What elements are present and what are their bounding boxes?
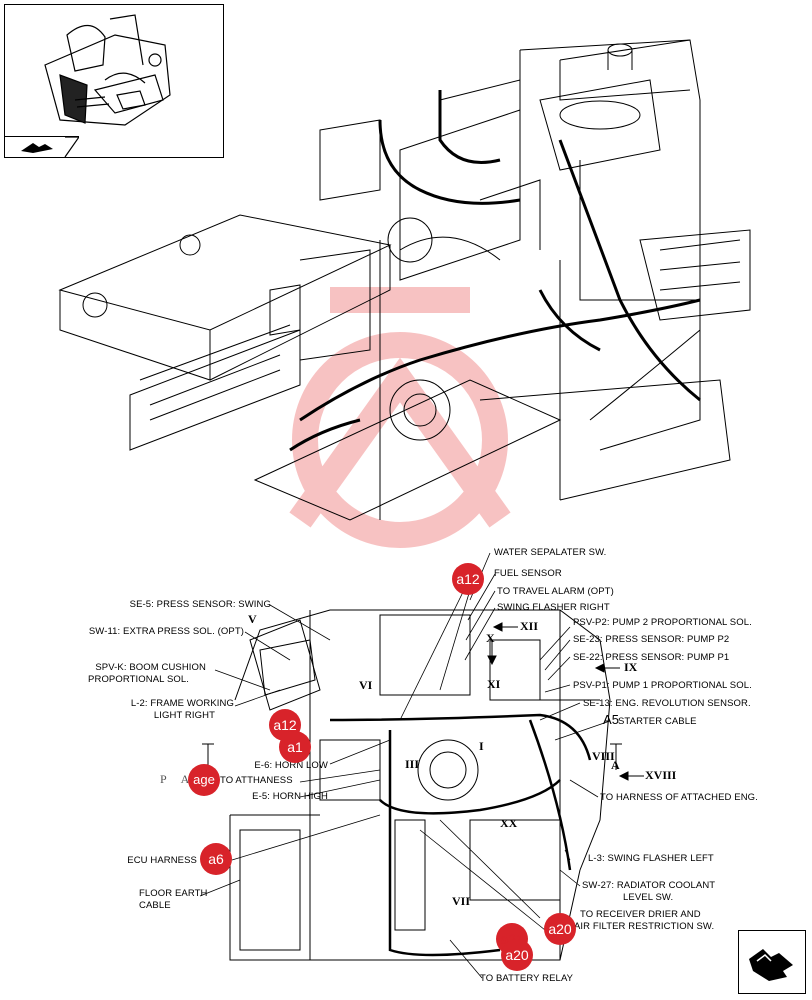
att-harness-label: TO ATTHANESS xyxy=(220,775,293,786)
se5-label: SE-5: PRESS SENSOR: SWING xyxy=(129,599,271,610)
badge-a20-bottom[interactable]: a20 xyxy=(501,939,533,971)
floor-earth-label-1: FLOOR EARTH xyxy=(139,888,208,899)
e5-label: E-5: HORN HIGH xyxy=(252,791,328,802)
se22-label: SE-22: PRESS SENSOR: PUMP P1 xyxy=(573,652,730,663)
nav-arrow-icon xyxy=(749,949,793,981)
watermark-logo-icon xyxy=(289,287,511,548)
e6-label: E-6: HORN LOW xyxy=(254,760,328,771)
travel-alarm-label: TO TRAVEL ALARM (OPT) xyxy=(497,586,614,597)
sw27-label-2: LEVEL SW. xyxy=(623,892,674,903)
se23-label: SE-23: PRESS SENSOR: PUMP P2 xyxy=(573,634,730,645)
view-arrows xyxy=(202,622,644,781)
badge-a20-right[interactable]: a20 xyxy=(544,913,576,945)
upper-structure xyxy=(58,39,751,521)
sw27-label-1: SW-27: RADIATOR COOLANT xyxy=(582,880,716,891)
swing-flasher-right-label: SWING FLASHER RIGHT xyxy=(497,602,610,613)
water-separator-label: WATER SEPALATER SW. xyxy=(494,547,607,558)
view-mark-vi: VI xyxy=(359,678,373,692)
badge-a6[interactable]: a6 xyxy=(200,843,232,875)
locator-thumbnail xyxy=(4,4,224,158)
view-mark-x: X xyxy=(486,631,495,645)
harness-wires xyxy=(289,90,701,452)
view-mark-v: V xyxy=(248,612,257,626)
badge-page[interactable]: age 1 xyxy=(188,764,220,819)
l2-label-2: LIGHT RIGHT xyxy=(153,710,215,721)
view-mark-xi: XI xyxy=(487,677,501,691)
view-mark-xviii: XVIII xyxy=(645,768,677,782)
view-mark-vii: VII xyxy=(452,894,471,908)
leader-lines xyxy=(199,552,611,979)
spvk-label-2: PROPORTIONAL SOL. xyxy=(88,674,189,685)
navigation-button[interactable] xyxy=(738,930,806,994)
psv-p2-label: PSV-P2: PUMP 2 PROPORTIONAL SOL. xyxy=(573,617,752,628)
plan-harness-wires xyxy=(329,713,592,957)
l2-label-1: L-2: FRAME WORKING xyxy=(130,698,234,709)
view-mark-xii: XII xyxy=(520,619,539,633)
spvk-label-1: SPV-K: BOOM CUSHION xyxy=(95,662,206,673)
badge-a1[interactable]: a1 xyxy=(279,731,311,763)
machine-thumbnail-icon xyxy=(44,14,171,126)
psv-p1-label: PSV-P1: PUMP 1 PROPORTIONAL SOL. xyxy=(573,680,752,691)
l3-label: L-3: SWING FLASHER LEFT xyxy=(588,853,714,864)
se13-label: SE-13: ENG. REVOLUTION SENSOR. xyxy=(583,698,751,709)
starter-cable-label: STARTER CABLE xyxy=(618,716,697,727)
a5-label: A5 xyxy=(603,712,620,727)
view-mark-i: I xyxy=(479,739,484,753)
view-mark-iii: III xyxy=(405,757,420,771)
sw11-label: SW-11: EXTRA PRESS SOL. (OPT) xyxy=(88,626,244,637)
badge-a12-top[interactable]: a12 xyxy=(452,563,484,595)
harness-eng-label: TO HARNESS OF ATTACHED ENG. xyxy=(600,792,758,803)
receiver-label-1: TO RECEIVER DRIER AND xyxy=(580,909,701,920)
view-mark-viii: VIII xyxy=(592,749,615,763)
battery-relay-label: TO BATTERY RELAY xyxy=(480,973,574,984)
plan-view xyxy=(229,609,611,961)
receiver-label-2: AIR FILTER RESTRICTION SW. xyxy=(574,921,715,932)
fuel-sensor-label: FUEL SENSOR xyxy=(494,568,562,579)
floor-earth-label-2: CABLE xyxy=(139,900,171,911)
view-mark-a: A xyxy=(611,758,620,772)
page-ref-label: P A xyxy=(160,772,196,786)
view-mark-xx: XX xyxy=(500,816,518,830)
view-mark-ix: IX xyxy=(624,660,638,674)
ecu-harness-label: ECU HARNESS xyxy=(127,855,197,866)
